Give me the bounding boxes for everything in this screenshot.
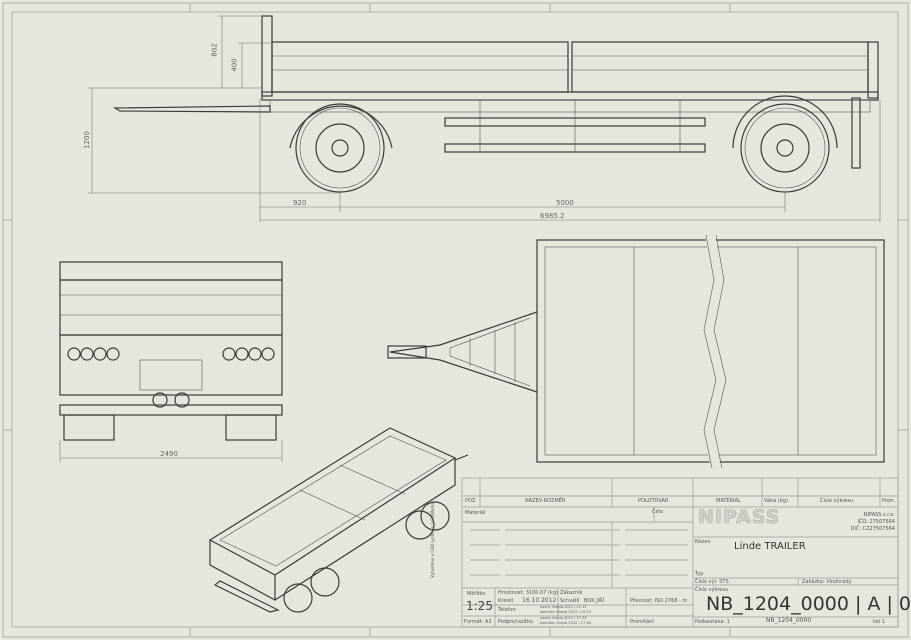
side-note: Vytvořeno v CAD systému SolidWorks xyxy=(430,502,435,578)
drawing-title: Linde TRAILER xyxy=(734,541,806,552)
company-name: NIPASS s.r.o. xyxy=(863,512,895,518)
company-dic: DIČ: CZ27507564 xyxy=(850,526,895,532)
dim-400: 400 xyxy=(230,58,239,72)
drawn-label: Kreslil xyxy=(498,598,514,604)
type-label: Typ xyxy=(695,571,704,577)
dim-2490: 2490 xyxy=(160,450,178,458)
drawing-number: NB_1204_0000 | A | 0 xyxy=(706,593,911,615)
phone-label: Telefon xyxy=(498,607,516,613)
customer: Zákazník xyxy=(560,590,583,596)
checked-by: BOK JIŘÍ xyxy=(584,598,605,604)
wheel-front xyxy=(295,103,385,193)
surface-label: Čelo xyxy=(652,509,664,515)
side-view xyxy=(112,15,879,193)
dim-802: 802 xyxy=(210,43,219,57)
drawbar xyxy=(112,105,271,113)
scale-value: 1:25 xyxy=(466,599,493,613)
name-label: Název xyxy=(695,539,711,545)
dim-920: 920 xyxy=(293,199,307,207)
header-stock: POLOTOVAR xyxy=(638,498,669,504)
scale-label: Měřítko xyxy=(467,591,486,597)
revision: kontrola: Krejza 2012 / 15.29 xyxy=(540,610,591,614)
dim-1200: 1200 xyxy=(82,131,91,149)
dim-overall: 6985.2 xyxy=(540,212,565,220)
material-label: Materiál xyxy=(465,510,486,516)
header-note: Pozn. xyxy=(882,498,896,504)
header-pos: POZ xyxy=(465,498,476,504)
drawn-date: 16.10.2012 xyxy=(522,597,557,604)
header-drawing-no: Číslo výkresu xyxy=(820,498,854,504)
format: Formát: A3 xyxy=(464,619,492,625)
rear-view xyxy=(59,261,283,462)
drawbar-triangle xyxy=(389,311,538,393)
projection: Promítání xyxy=(630,619,654,625)
approved-label: Podpis/razítko xyxy=(498,619,533,625)
tolerance: Přesnost: ISO 2768 - m xyxy=(630,598,688,604)
plan-view xyxy=(387,234,885,470)
dim-5000: 5000 xyxy=(556,199,574,207)
header-name: NÁZEV-ROZMĚR xyxy=(525,498,566,504)
title-block xyxy=(461,477,899,628)
sheet-of: list 1 xyxy=(873,619,886,625)
revision: navrh: Krejza 2012 / 11.13 xyxy=(540,605,587,609)
customer-label: Číslo výr. STS xyxy=(695,579,729,585)
frame-ticks xyxy=(3,3,908,637)
revision: navrh: Krejza 2012 / 17.33 xyxy=(540,616,587,620)
weight: Hmotnost: 3100.07 (kg) xyxy=(498,590,558,596)
drawing-number-small: NB_1204_0000 xyxy=(766,617,812,624)
drawing-no-label: Číslo výkresu xyxy=(695,587,729,593)
checked-label: Schválil xyxy=(560,598,580,604)
company-ico: IČO: 27507564 xyxy=(857,519,895,525)
wheel-rear xyxy=(740,103,830,193)
sheet-label: Podsestava: 1 xyxy=(695,619,730,625)
side-dimensions xyxy=(88,15,881,222)
header-weight: Váha (kg) xyxy=(764,498,788,504)
revision: kontrola: Krejza 2012 / 17.38 xyxy=(540,621,591,625)
company-logo: NIPASS xyxy=(698,506,781,529)
isometric-view xyxy=(208,427,469,613)
inner-border xyxy=(11,11,899,628)
header-material: MATERIÁL xyxy=(716,498,741,504)
order-label: Zakázka: Vinohrady xyxy=(802,579,852,585)
